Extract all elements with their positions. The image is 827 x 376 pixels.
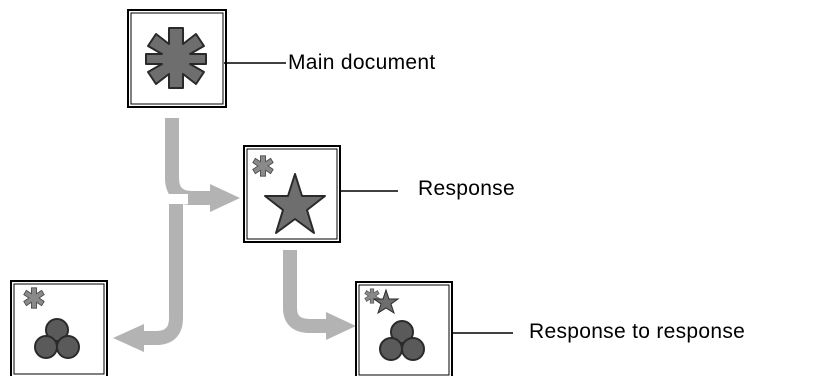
star-icon bbox=[264, 173, 326, 234]
response-to-response-label: Response to response bbox=[529, 320, 746, 343]
response-label: Response bbox=[418, 177, 515, 200]
arrow-main-to-response-2 bbox=[140, 198, 183, 345]
arrow-response-to-rtr bbox=[283, 250, 330, 333]
main-document-node bbox=[127, 9, 286, 108]
arrow-head-main-to-response bbox=[210, 184, 240, 212]
arrow-crossing-gap bbox=[164, 194, 188, 204]
arrow-main-to-response bbox=[165, 118, 214, 205]
response-to-response-node bbox=[355, 281, 513, 376]
main-document-label: Main document bbox=[288, 51, 436, 74]
response-2-node bbox=[10, 280, 108, 376]
small-star-icon bbox=[372, 288, 400, 315]
response-node bbox=[243, 145, 398, 243]
arrow-head-response-to-rtr bbox=[326, 312, 356, 340]
arrow-head-main-to-response-2 bbox=[113, 324, 144, 352]
gear-asterisk-icon bbox=[145, 27, 207, 89]
